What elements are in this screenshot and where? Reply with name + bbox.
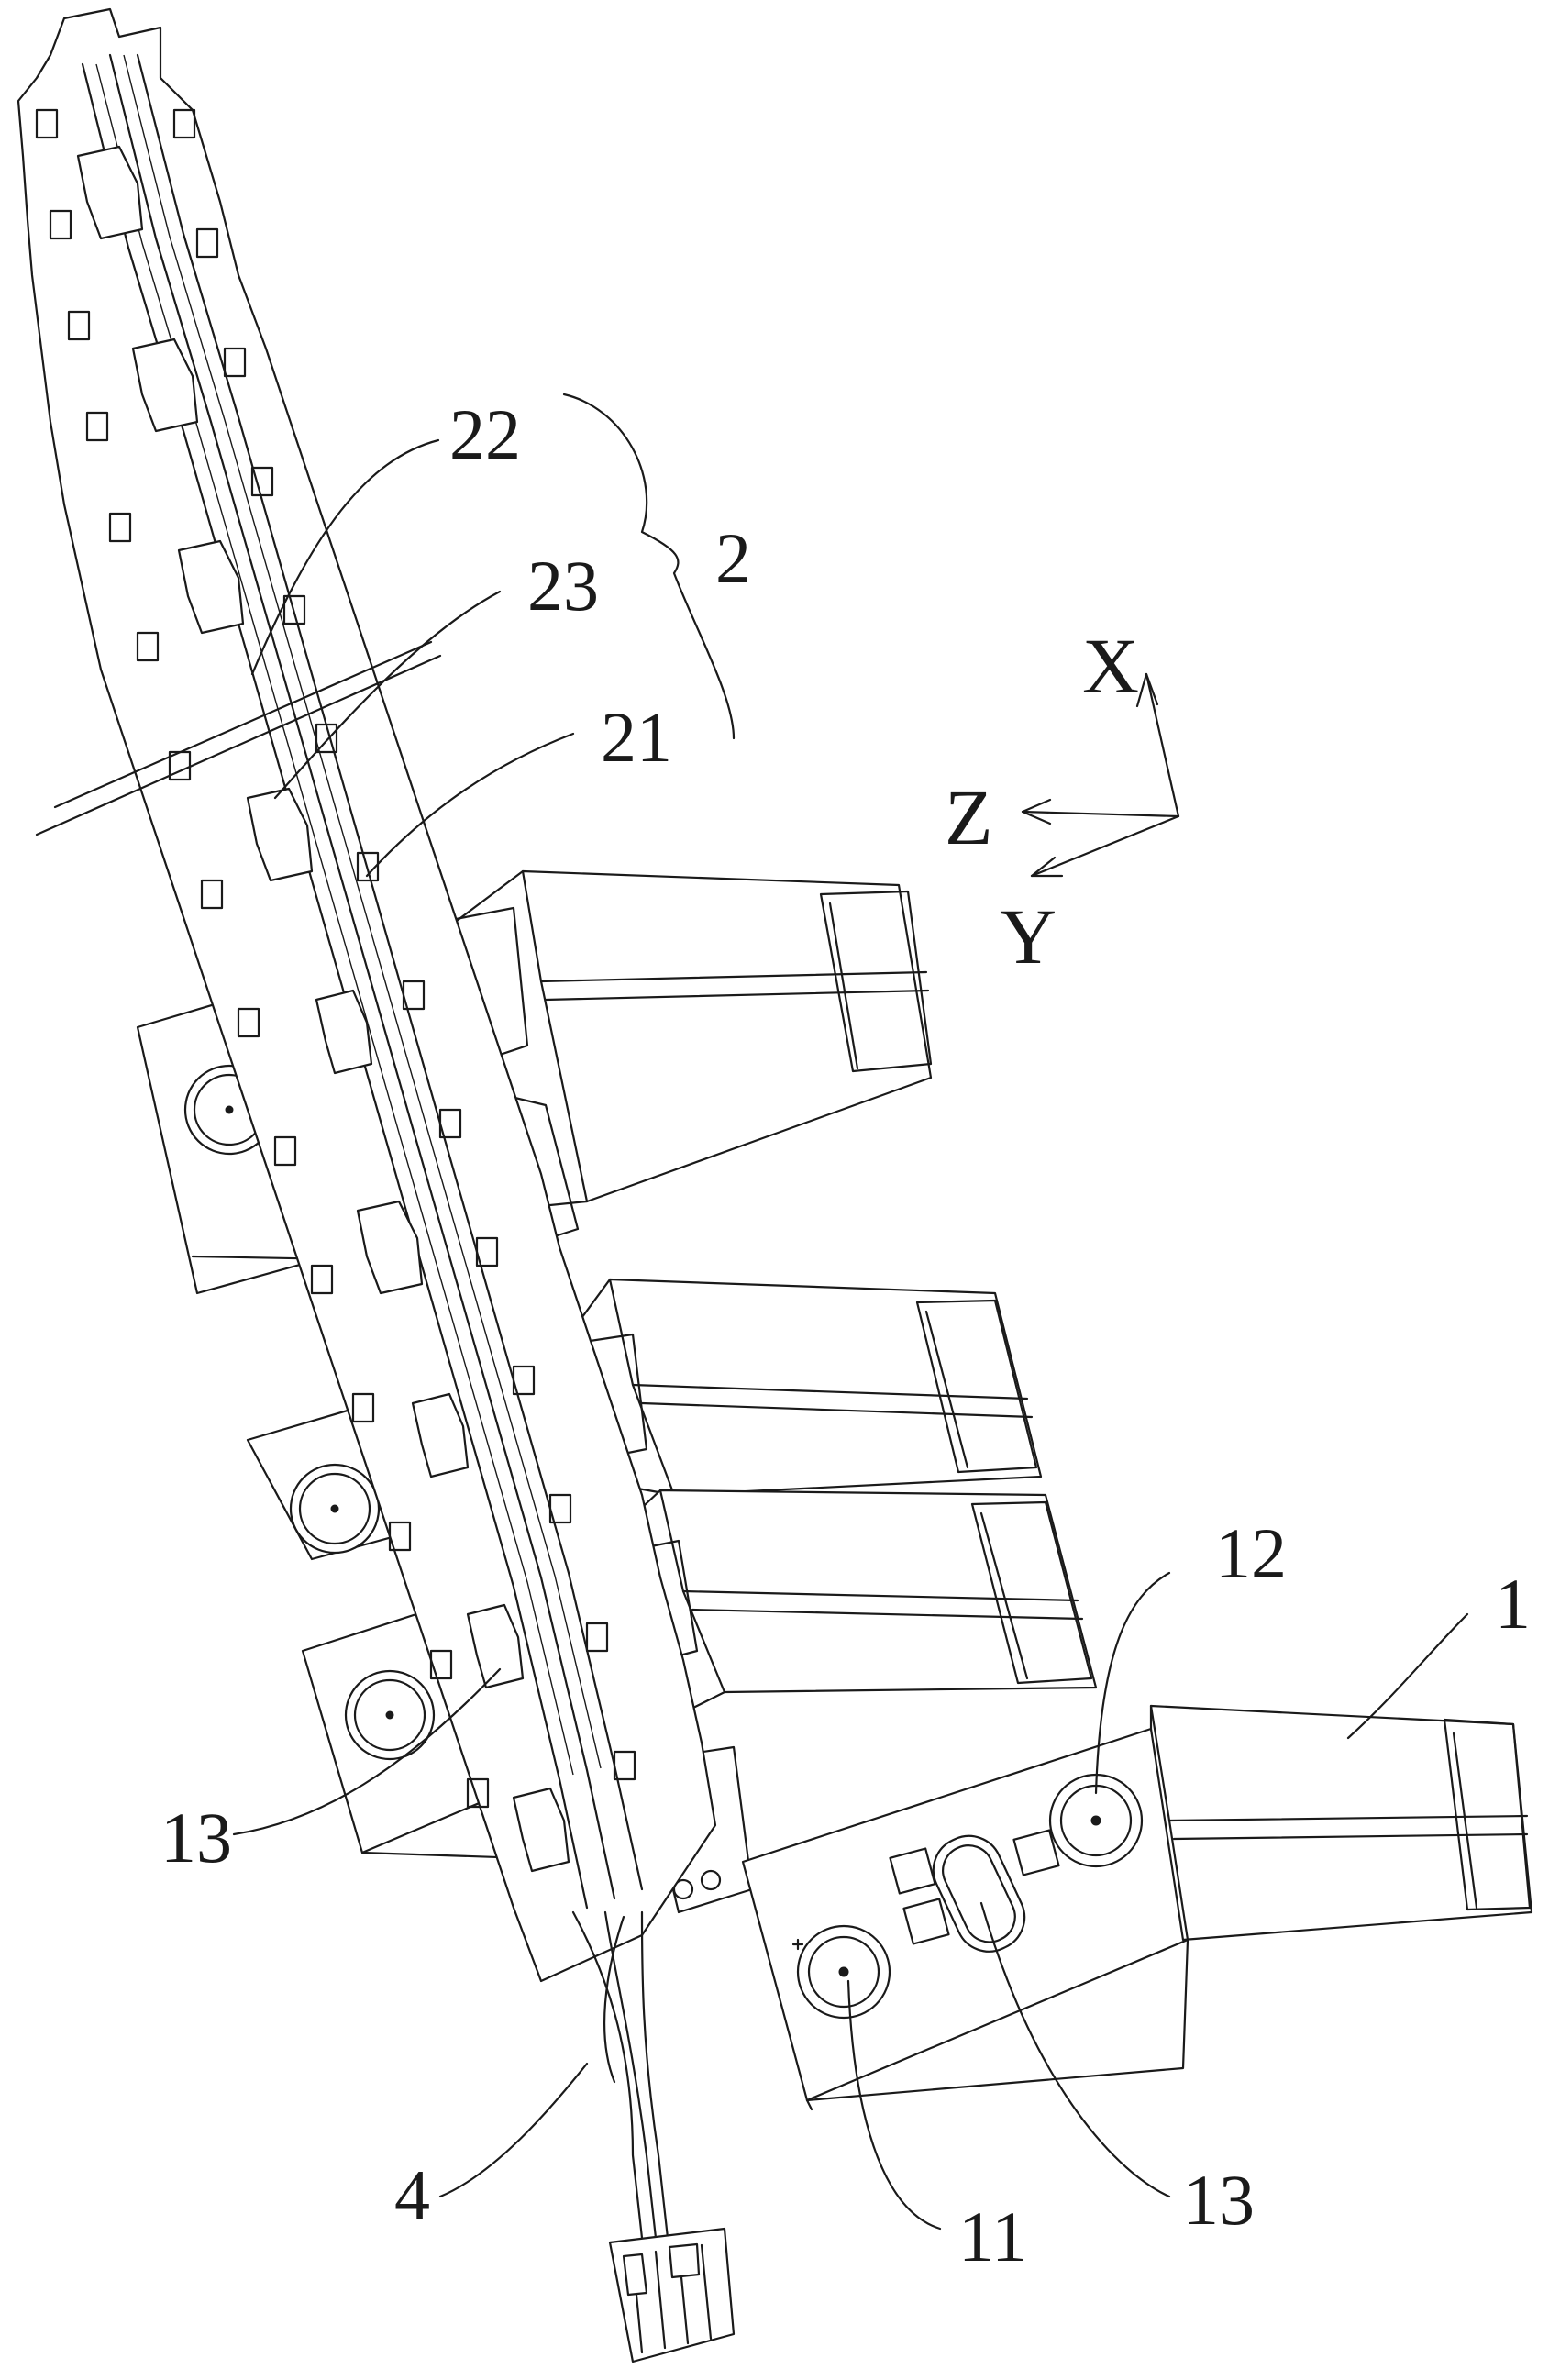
wire-harness [571, 1910, 736, 2363]
coordinate-axes [1021, 672, 1180, 878]
label-13-right: 13 [1183, 2160, 1255, 2240]
brace-2 [562, 393, 736, 740]
leader-21 [365, 732, 575, 878]
axis-y-label: Y [1000, 892, 1057, 980]
explosion-vent [932, 1834, 1026, 1953]
leader-13a [232, 1667, 502, 1836]
reference-numerals: 22 2 23 21 12 1 13 13 4 11 [160, 394, 1531, 2276]
leader-12 [1094, 1571, 1171, 1795]
connection-nodes [76, 145, 570, 1873]
axis-x-label: X [1082, 622, 1139, 710]
label-13-left: 13 [160, 1798, 232, 1877]
leader-1 [1346, 1612, 1469, 1740]
section-line [35, 654, 442, 836]
label-11: 11 [958, 2197, 1027, 2276]
harness-carrier [17, 7, 717, 1983]
leader-4 [438, 2062, 589, 2198]
label-1: 1 [1495, 1564, 1531, 1644]
plug-connector [608, 2227, 736, 2363]
leader-lines [232, 393, 1469, 2231]
axis-x-line [1145, 672, 1180, 818]
label-22: 22 [449, 394, 521, 474]
side-clips [35, 108, 636, 1809]
label-23: 23 [527, 546, 599, 625]
leader-11 [846, 1979, 942, 2231]
axis-z-label: Z [945, 773, 993, 861]
label-2: 2 [715, 518, 751, 598]
leader-13b [979, 1901, 1171, 2198]
battery-cell-d [741, 1704, 1533, 2111]
label-21: 21 [601, 697, 672, 777]
axis-y-line [1030, 814, 1180, 878]
label-4: 4 [394, 2155, 430, 2235]
leader-22 [250, 438, 440, 676]
label-12: 12 [1215, 1513, 1287, 1593]
leader-23 [273, 590, 502, 800]
axis-labels: X Z Y [945, 622, 1139, 980]
axis-z-line [1021, 810, 1180, 818]
